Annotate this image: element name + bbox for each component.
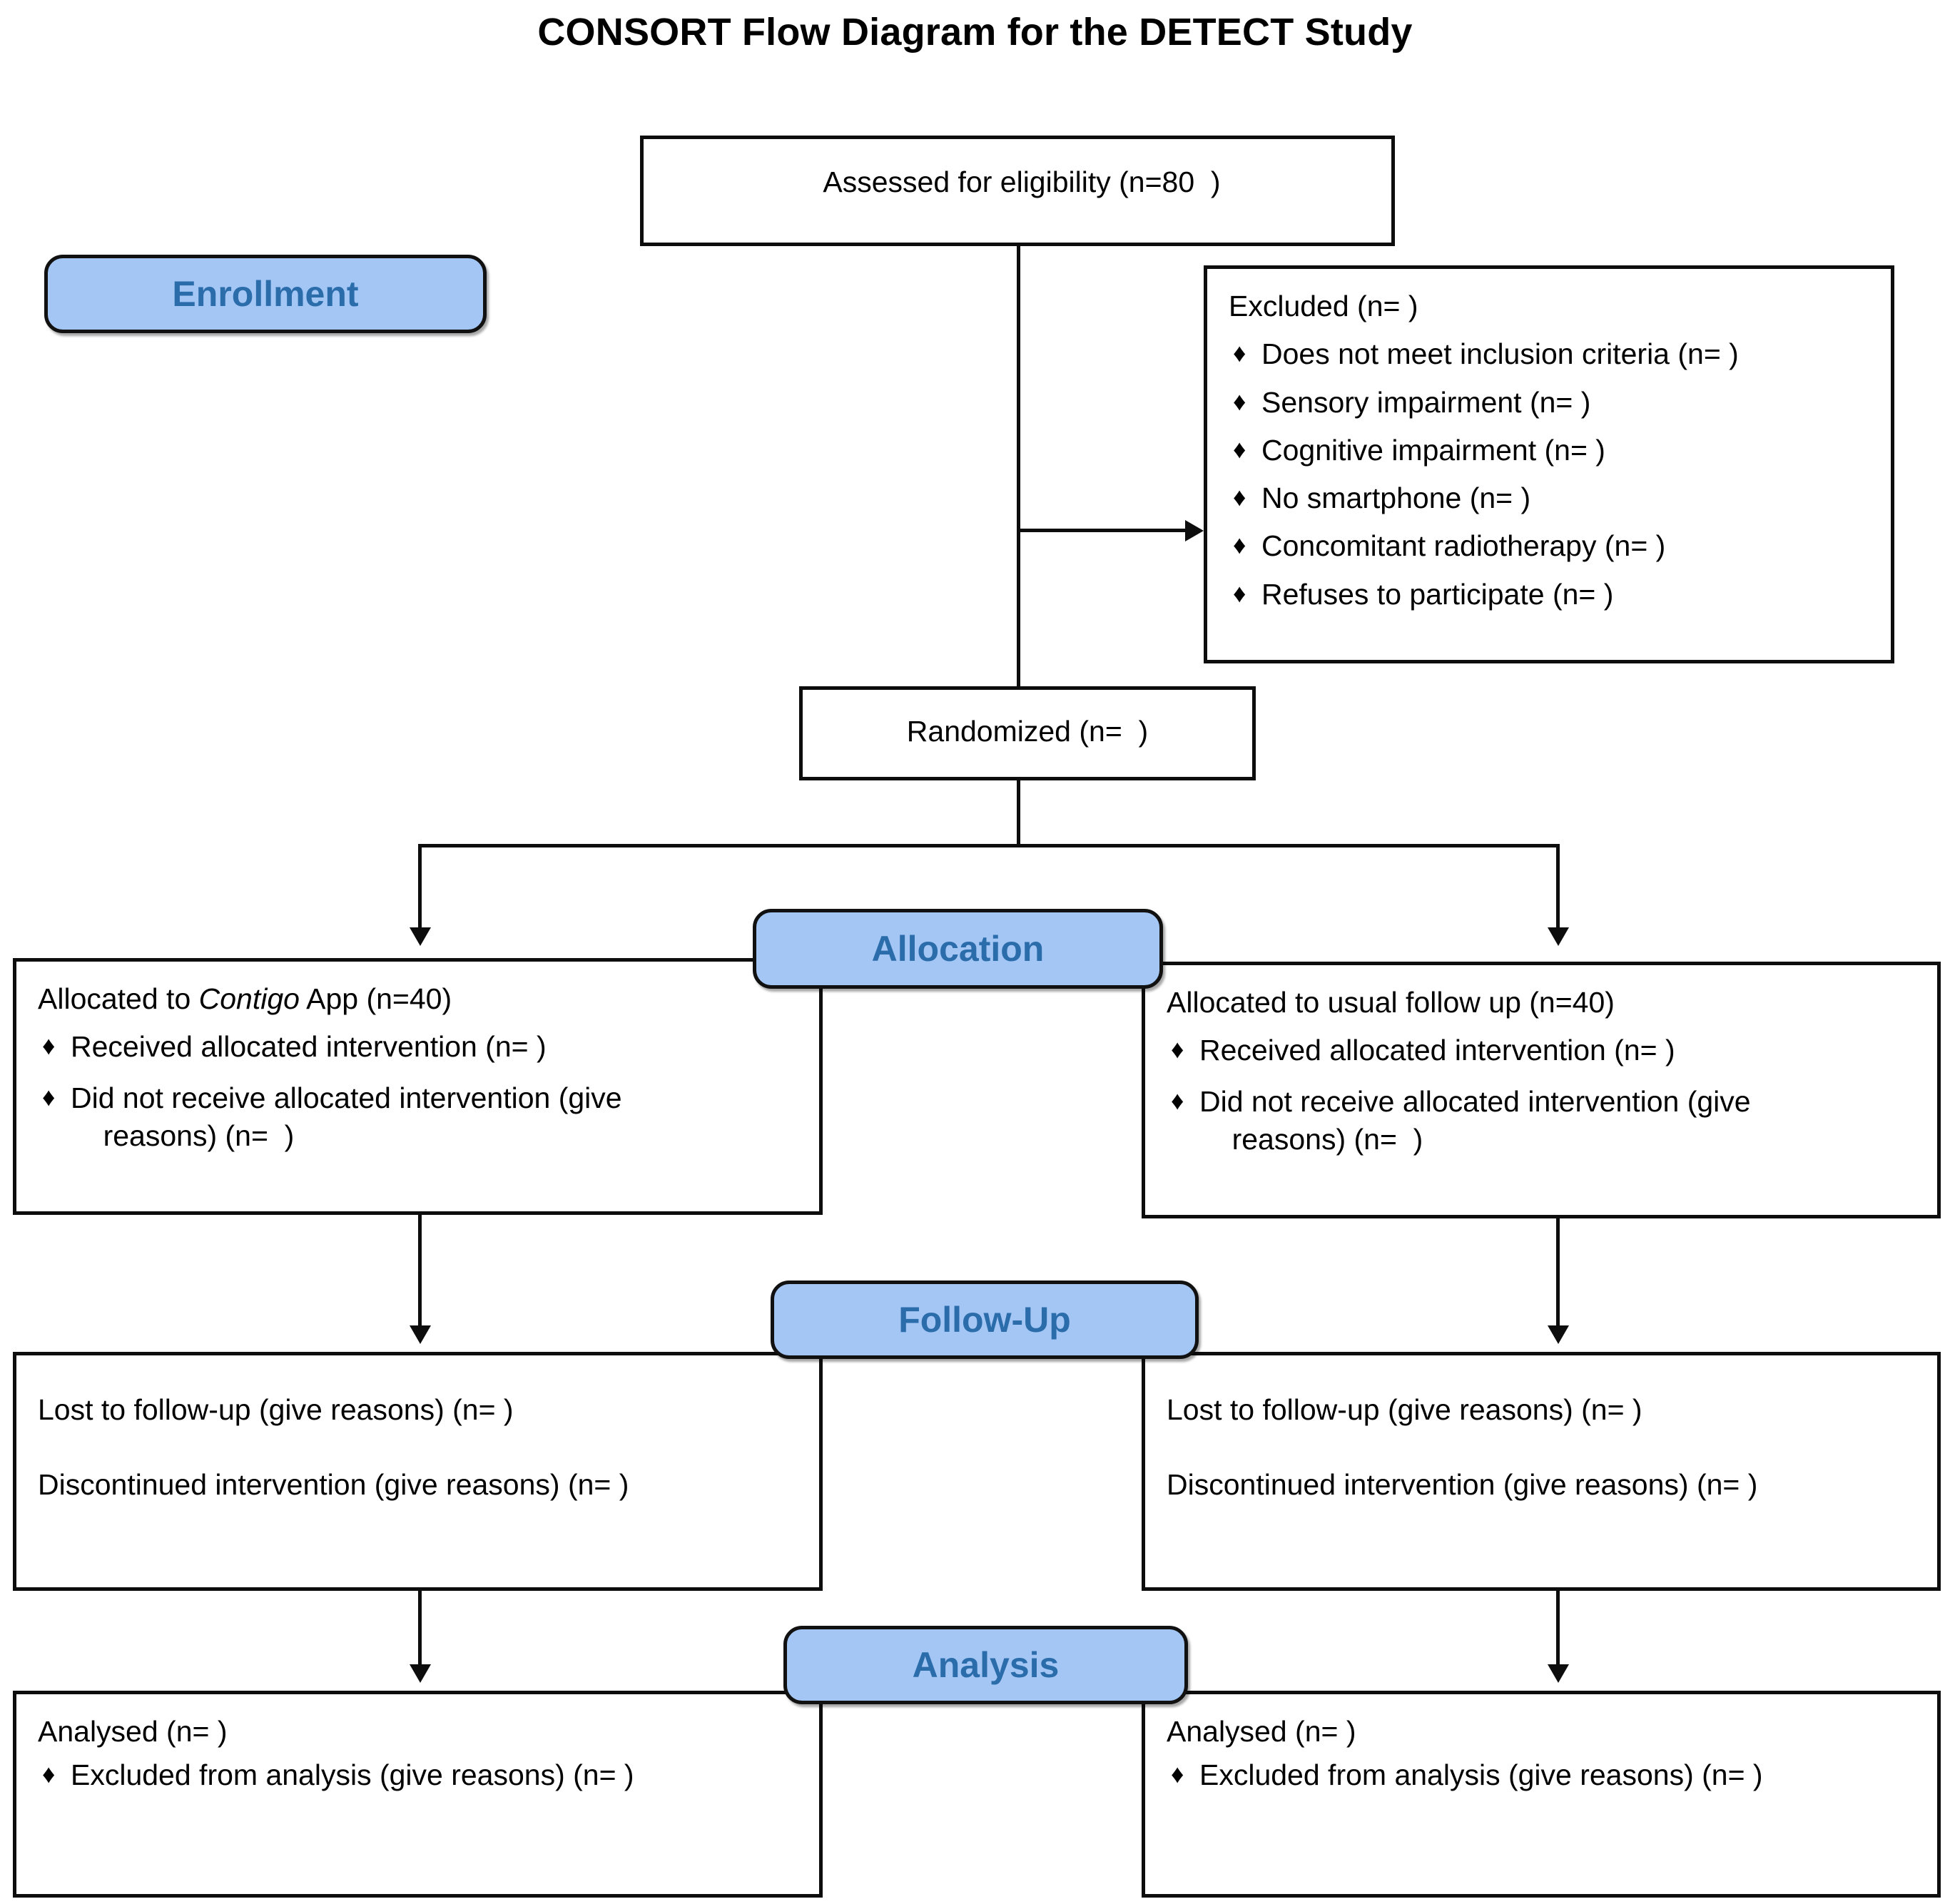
stage-badge-allocation-label: Allocation [871, 929, 1045, 969]
diagram-title: CONSORT Flow Diagram for the DETECT Stud… [537, 11, 1413, 54]
list-item-label: Did not receive allocated intervention (… [1199, 1084, 1751, 1156]
diamond-bullet-icon: ♦ [1233, 578, 1246, 608]
connector-followup-right-to-analysis [1556, 1591, 1560, 1669]
node-analysed-right: Analysed (n= ) ♦ Excluded from analysis … [1142, 1691, 1941, 1898]
connector-to-excluded [1018, 529, 1189, 532]
connector-split-bar [418, 844, 1560, 847]
heading-italic: Contigo [198, 982, 300, 1015]
connector-split-right-down [1556, 844, 1560, 933]
list-item-label: Does not meet inclusion criteria (n= ) [1261, 337, 1739, 371]
node-randomized: Randomized (n= ) [799, 686, 1256, 780]
heading-post: App (n=40) [299, 982, 452, 1015]
node-followup-left-line-2: Discontinued intervention (give reasons)… [38, 1468, 629, 1502]
list-item-label: Excluded from analysis (give reasons) (n… [1199, 1758, 1763, 1792]
node-allocated-contigo-app: Allocated to Contigo App (n=40) ♦ Receiv… [13, 958, 823, 1215]
list-item-label: Did not receive allocated intervention (… [71, 1081, 622, 1152]
list-item: ♦ No smartphone (n= ) [1229, 479, 1878, 517]
connector-randomized-down [1017, 780, 1020, 845]
node-assessed-for-eligibility-text: Assessed for eligibility (n=80 ) [823, 166, 1221, 198]
list-item: ♦ Refuses to participate (n= ) [1229, 576, 1878, 614]
diamond-bullet-icon: ♦ [1171, 1759, 1184, 1789]
node-followup-right-line-1: Lost to follow-up (give reasons) (n= ) [1167, 1393, 1642, 1426]
list-item-label: Received allocated intervention (n= ) [1199, 1034, 1675, 1067]
stage-badge-allocation[interactable]: Allocation [753, 909, 1163, 989]
node-randomized-text: Randomized (n= ) [906, 715, 1149, 748]
list-item: ♦ Excluded from analysis (give reasons) … [1167, 1756, 1924, 1794]
node-analysed-right-heading: Analysed (n= ) [1167, 1715, 1356, 1748]
stage-badge-enrollment[interactable]: Enrollment [44, 255, 487, 333]
list-item-label: Sensory impairment (n= ) [1261, 385, 1591, 419]
node-allocated-contigo-app-heading: Allocated to Contigo App (n=40) [38, 980, 806, 1018]
arrow-followup-left [410, 1325, 431, 1344]
node-excluded-heading: Excluded (n= ) [1229, 290, 1418, 322]
arrow-followup-right [1548, 1325, 1569, 1344]
connector-alloc-right-to-followup [1556, 1213, 1560, 1330]
list-item-label: Received allocated intervention (n= ) [71, 1030, 547, 1064]
node-analysed-left: Analysed (n= ) ♦ Excluded from analysis … [13, 1691, 823, 1898]
connector-eligibility-trunk [1017, 245, 1020, 716]
node-assessed-for-eligibility: Assessed for eligibility (n=80 ) [640, 136, 1395, 246]
arrow-allocation-right [1548, 927, 1569, 946]
node-followup-right: Lost to follow-up (give reasons) (n= ) D… [1142, 1352, 1941, 1591]
list-item-label: No smartphone (n= ) [1261, 482, 1531, 515]
list-item: ♦ Sensory impairment (n= ) [1229, 384, 1878, 422]
diamond-bullet-icon: ♦ [1171, 1034, 1184, 1064]
diamond-bullet-icon: ♦ [1233, 530, 1246, 560]
stage-badge-followup[interactable]: Follow-Up [771, 1281, 1199, 1359]
list-item: ♦ Does not meet inclusion criteria (n= ) [1229, 335, 1878, 373]
stage-badge-analysis-label: Analysis [912, 1645, 1060, 1685]
node-followup-left-line-1: Lost to follow-up (give reasons) (n= ) [38, 1393, 514, 1426]
connector-alloc-left-to-followup [418, 1213, 422, 1330]
diamond-bullet-icon: ♦ [42, 1081, 56, 1111]
diamond-bullet-icon: ♦ [42, 1031, 56, 1061]
diamond-bullet-icon: ♦ [1233, 386, 1246, 416]
list-item-label: Refuses to participate (n= ) [1261, 577, 1614, 611]
arrow-to-excluded [1185, 520, 1204, 541]
node-followup-right-line-2: Discontinued intervention (give reasons)… [1167, 1468, 1758, 1502]
list-item-label: Concomitant radiotherapy (n= ) [1261, 529, 1666, 563]
list-item: ♦ Received allocated intervention (n= ) [38, 1028, 806, 1066]
connector-followup-left-to-analysis [418, 1591, 422, 1669]
diamond-bullet-icon: ♦ [1233, 434, 1246, 464]
node-excluded: Excluded (n= ) ♦ Does not meet inclusion… [1204, 265, 1894, 663]
arrow-analysis-left [410, 1664, 431, 1683]
list-item: ♦ Cognitive impairment (n= ) [1229, 432, 1878, 469]
list-item: ♦ Did not receive allocated intervention… [38, 1079, 806, 1156]
arrow-allocation-left [410, 927, 431, 946]
diamond-bullet-icon: ♦ [1171, 1085, 1184, 1115]
list-item: ♦ Did not receive allocated intervention… [1167, 1083, 1924, 1159]
node-analysed-left-heading: Analysed (n= ) [38, 1715, 228, 1748]
list-item: ♦ Excluded from analysis (give reasons) … [38, 1756, 806, 1794]
stage-badge-followup-label: Follow-Up [898, 1300, 1071, 1340]
diamond-bullet-icon: ♦ [42, 1759, 56, 1789]
node-allocated-usual-follow-up: Allocated to usual follow up (n=40) ♦ Re… [1142, 962, 1941, 1218]
stage-badge-analysis[interactable]: Analysis [783, 1626, 1188, 1704]
diamond-bullet-icon: ♦ [1233, 338, 1246, 368]
connector-split-left-down [418, 844, 422, 933]
node-allocated-usual-follow-up-heading: Allocated to usual follow up (n=40) [1167, 986, 1615, 1019]
stage-badge-enrollment-label: Enrollment [172, 274, 359, 314]
list-item: ♦ Concomitant radiotherapy (n= ) [1229, 527, 1878, 565]
list-item: ♦ Received allocated intervention (n= ) [1167, 1032, 1924, 1069]
diamond-bullet-icon: ♦ [1233, 482, 1246, 512]
node-followup-left: Lost to follow-up (give reasons) (n= ) D… [13, 1352, 823, 1591]
arrow-analysis-right [1548, 1664, 1569, 1683]
list-item-label: Cognitive impairment (n= ) [1261, 433, 1605, 467]
heading-pre: Allocated to [38, 982, 199, 1015]
list-item-label: Excluded from analysis (give reasons) (n… [71, 1758, 634, 1792]
